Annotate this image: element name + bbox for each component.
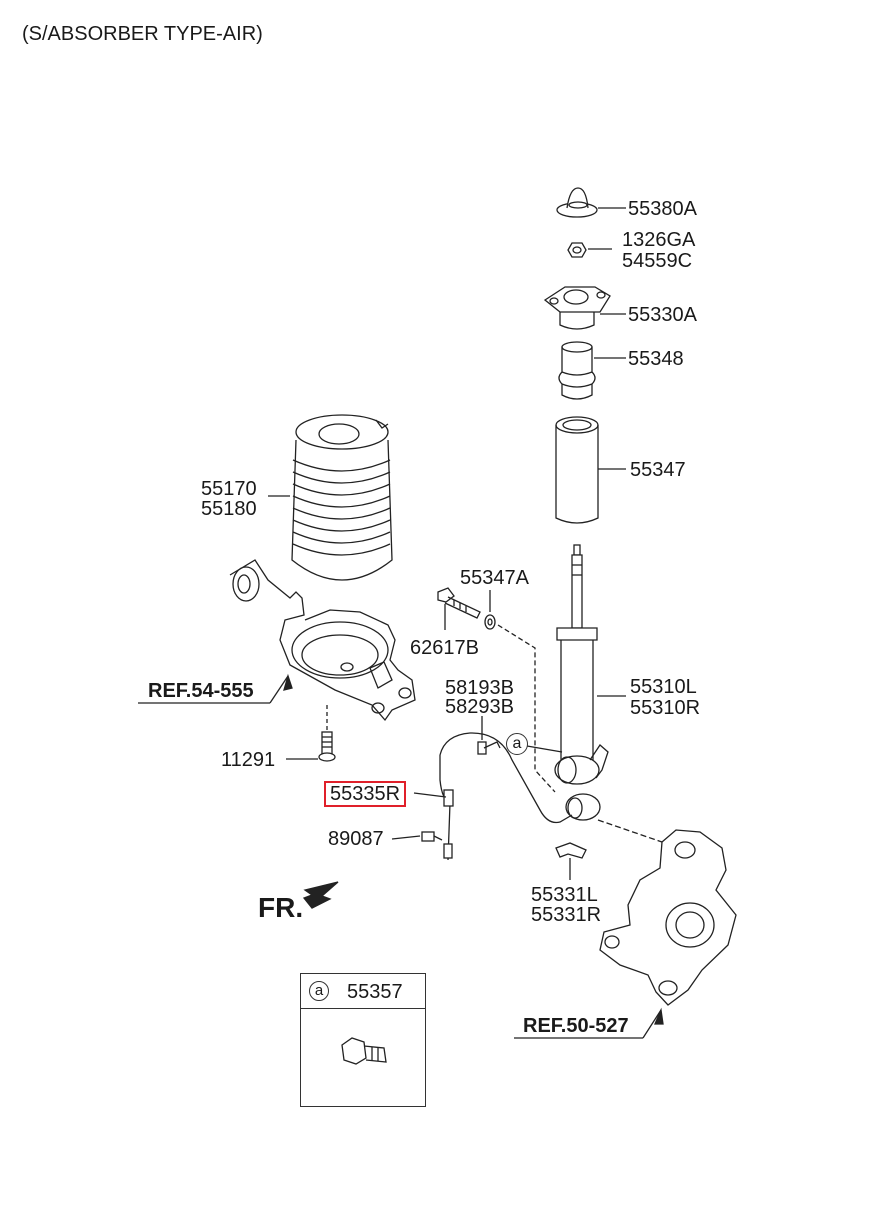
part-label-89087: 89087	[328, 828, 384, 850]
dust-cap-part	[556, 187, 598, 218]
part-label-55347: 55347	[630, 459, 686, 481]
bolt-11291-part	[318, 705, 336, 762]
part-label-55330a: 55330A	[628, 304, 697, 326]
lower-arm-part	[229, 559, 416, 722]
inset-letter-circle: a	[309, 981, 329, 1001]
front-arrow-icon	[302, 881, 339, 909]
part-label-55380a: 55380A	[628, 198, 697, 220]
strut-mount-part	[543, 286, 611, 330]
leader-lines	[138, 207, 664, 1039]
part-label-54559c: 54559C	[622, 250, 693, 272]
shock-absorber-part	[554, 544, 609, 821]
part-label-55348: 55348	[628, 348, 684, 370]
inset-bolt-part	[341, 1037, 387, 1065]
part-label-55310r: 55310R	[630, 697, 701, 719]
part-label-55310l: 55310L	[630, 676, 697, 698]
bump-stop-part	[558, 341, 596, 400]
callout-a-circle: a	[506, 733, 528, 755]
inset-header: a 55357	[301, 974, 425, 1009]
part-label-55335r-highlighted[interactable]: 55335R	[324, 781, 407, 807]
washer-part	[484, 614, 556, 793]
part-label-11291: 11291	[221, 749, 276, 771]
part-label-58193b: 58193B	[445, 677, 514, 699]
nut-part	[567, 242, 587, 258]
part-label-55170: 55170	[201, 478, 257, 500]
sensor-wire-part	[439, 732, 573, 861]
part-label-58293b: 58293B	[445, 696, 514, 718]
part-label-55331l: 55331L	[531, 884, 598, 906]
clip-89087-part	[421, 831, 443, 842]
ref-label-54-555[interactable]: REF.54-555	[148, 680, 254, 702]
part-label-62617b: 62617B	[410, 637, 479, 659]
inset-part-label: 55357	[347, 981, 403, 1003]
dust-cover-part	[555, 416, 599, 524]
bolt-62617b-part	[437, 587, 481, 630]
ref-label-50-527[interactable]: REF.50-527	[523, 1015, 629, 1037]
part-label-55331r: 55331R	[531, 904, 602, 926]
part-label-1326ga: 1326GA	[622, 229, 696, 251]
part-label-55180: 55180	[201, 498, 257, 520]
part-label-55347a: 55347A	[460, 567, 529, 589]
diagram-title: (S/ABSORBER TYPE-AIR)	[22, 23, 263, 45]
knuckle-part	[597, 819, 737, 1006]
air-spring-part	[291, 414, 393, 581]
front-indicator-label: FR.	[258, 892, 304, 923]
bracket-part	[555, 842, 587, 880]
inset-panel: a 55357	[300, 973, 426, 1107]
